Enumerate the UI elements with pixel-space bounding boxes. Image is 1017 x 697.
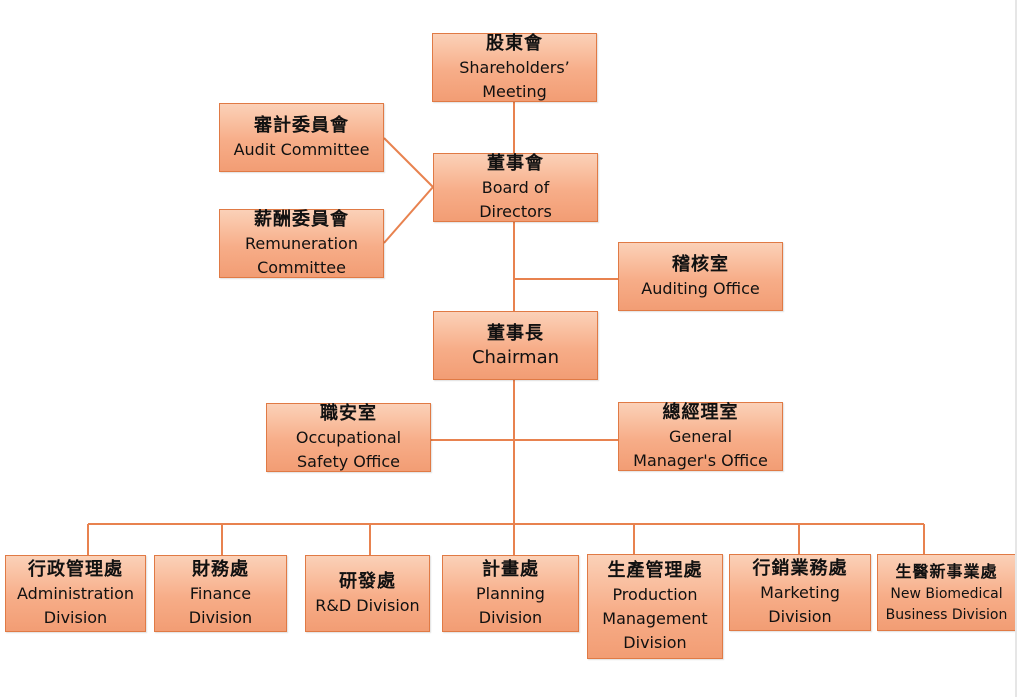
node-title-zh: 總經理室 [662, 401, 739, 423]
node-title-en: Audit Committee [233, 139, 370, 159]
node-title-zh: 行銷業務處 [752, 557, 848, 579]
node-board: 董事會 Board of Directors [433, 153, 598, 222]
node-title-en: Auditing Office [641, 278, 760, 298]
node-title-zh: 稽核室 [672, 253, 729, 275]
node-title-en: R&D Division [315, 595, 420, 615]
node-title-en: Shareholders’ [459, 57, 570, 77]
node-title-en: Division [43, 607, 108, 627]
node-title-en: Chairman [471, 346, 560, 368]
node-title-en: Meeting [482, 81, 547, 101]
node-auditing-office: 稽核室 Auditing Office [618, 242, 783, 311]
node-title-en: Finance [189, 583, 252, 603]
node-shareholders: 股東會 Shareholders’ Meeting [432, 33, 597, 102]
node-title-en: Production [612, 584, 698, 604]
node-title-en: Directors [479, 201, 552, 221]
edge-audit-board [383, 137, 434, 188]
frame-edge [1015, 0, 1017, 697]
node-title-zh: 生醫新事業處 [895, 561, 998, 581]
node-title-zh: 薪酬委員會 [254, 208, 349, 230]
node-title-en: Division [478, 607, 543, 627]
node-title-en: Safety Office [297, 451, 400, 471]
node-title-en: Board of [481, 177, 550, 197]
node-title-zh: 行政管理處 [28, 558, 123, 580]
node-title-zh: 審計委員會 [254, 114, 349, 136]
node-title-zh: 董事會 [487, 152, 544, 174]
node-title-en: Occupational [295, 427, 402, 447]
node-title-en: Division [188, 607, 253, 627]
node-title-zh: 生產管理處 [607, 559, 703, 581]
node-title-en: Committee [257, 257, 346, 277]
node-title-en: Administration [16, 583, 135, 603]
node-title-en: New Biomedical [890, 585, 1003, 602]
node-title-en: General [668, 426, 733, 446]
node-title-zh: 職安室 [320, 402, 377, 424]
node-rnd: 研發處 R&D Division [305, 555, 430, 632]
node-title-en: Marketing [760, 582, 840, 602]
node-title-zh: 股東會 [486, 32, 543, 54]
node-title-zh: 財務處 [192, 558, 249, 580]
edge-remuneration-board [383, 186, 434, 244]
node-title-en: Management [602, 608, 708, 628]
node-title-zh: 研發處 [339, 570, 396, 592]
node-title-en: Planning [476, 583, 545, 603]
node-title-zh: 計畫處 [482, 558, 539, 580]
node-title-en: Business Division [885, 606, 1008, 623]
node-title-en: Remuneration [245, 233, 358, 253]
node-title-en: Manager's Office [633, 450, 768, 470]
node-title-en: Division [623, 632, 687, 652]
node-title-en: Division [768, 606, 832, 626]
node-title-zh: 董事長 [487, 322, 544, 344]
node-audit-committee: 審計委員會 Audit Committee [219, 103, 384, 172]
